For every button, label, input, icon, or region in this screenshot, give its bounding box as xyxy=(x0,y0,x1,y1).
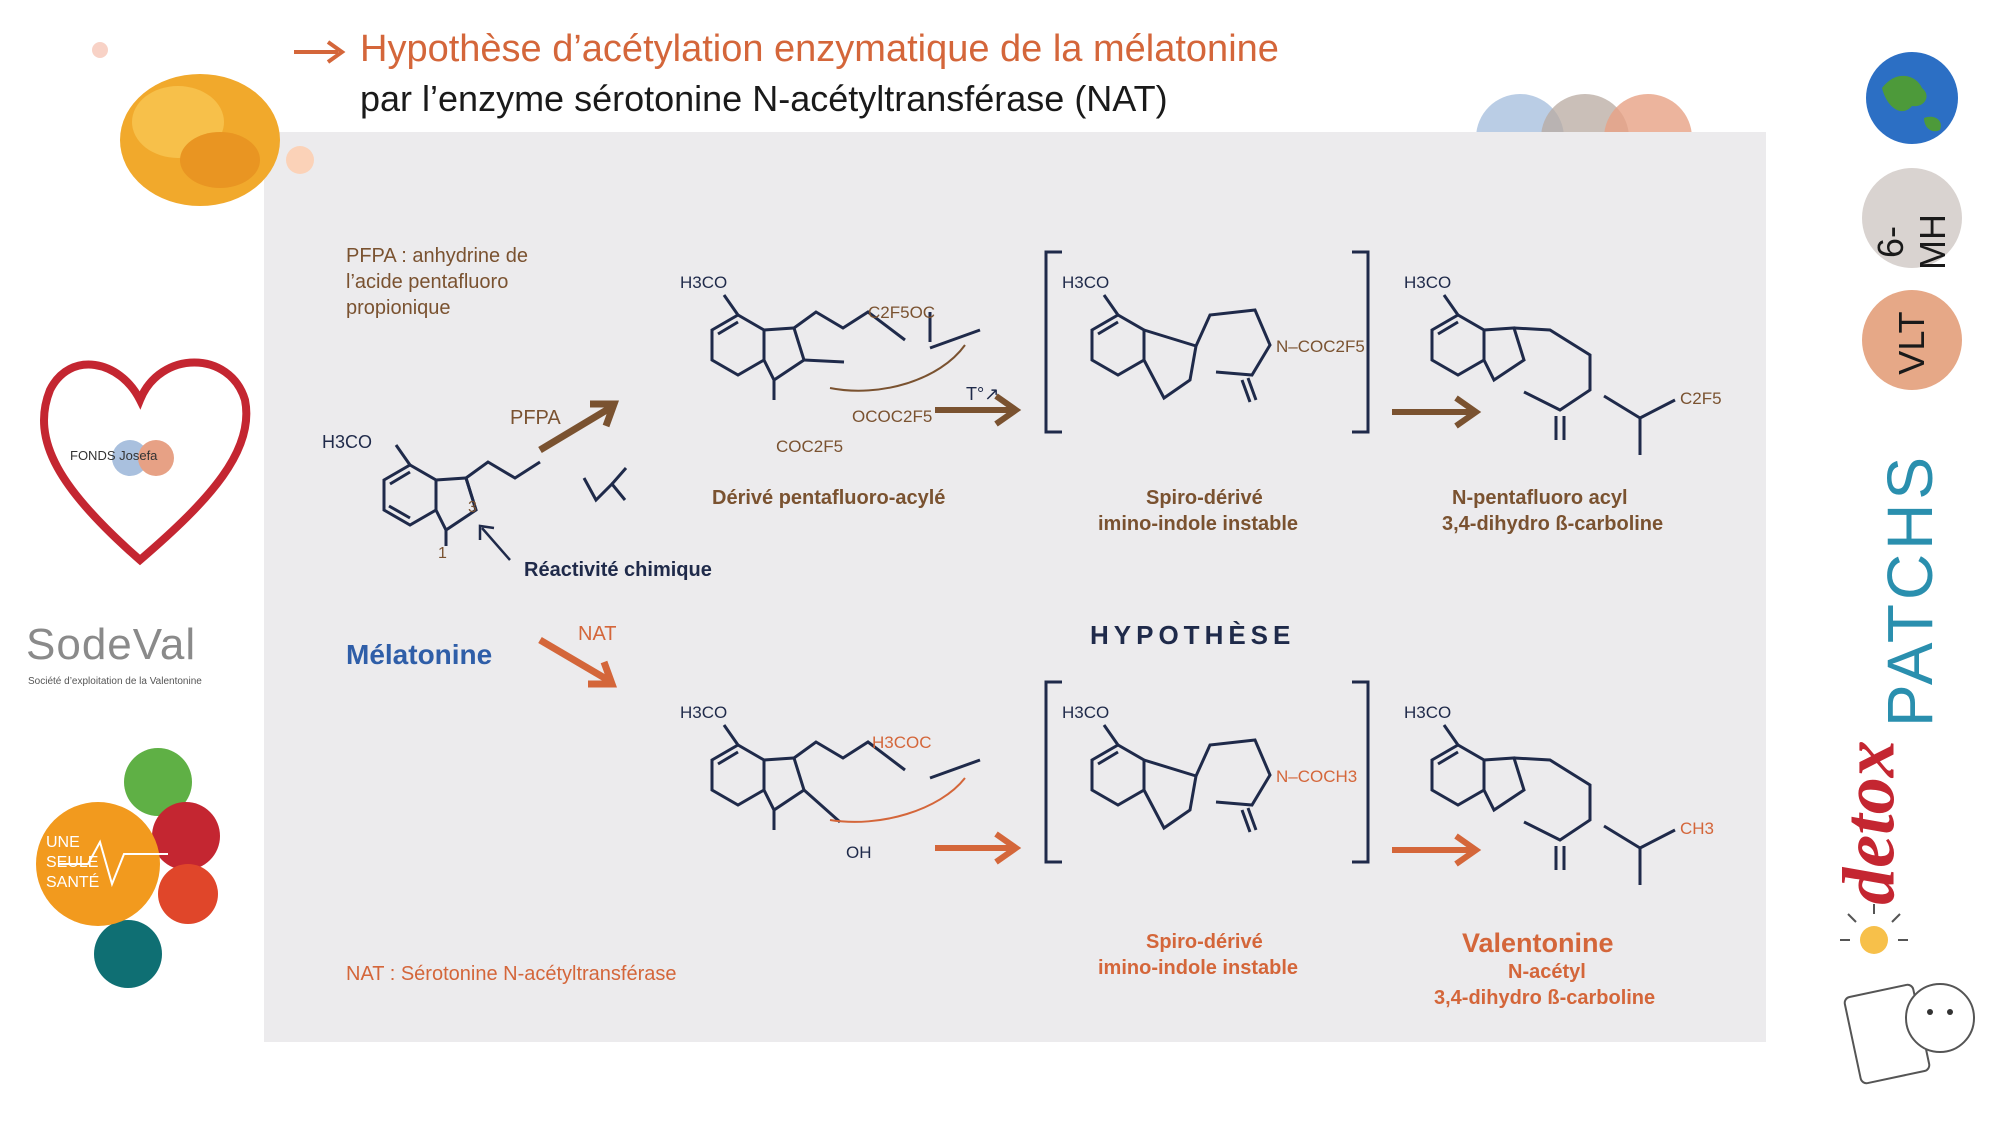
spiro-bottom-label-2: imino-indole instable xyxy=(1098,957,1298,979)
reactivity-label: Réactivité chimique xyxy=(524,559,712,581)
spiro-bottom-structure xyxy=(1090,724,1272,833)
temperature-label: T°↗ xyxy=(966,384,999,404)
melatonin-pos1: 1 xyxy=(438,545,447,562)
sodeval-subtitle: Société d’exploitation de la Valentonine xyxy=(28,676,202,687)
pfpa-note-line3: propionique xyxy=(346,297,451,319)
int1-ester-group: OCOC2F5 xyxy=(852,407,932,426)
badge-vlt-label: VLT xyxy=(1891,311,1932,375)
patch-mascot-illustration xyxy=(1840,904,1975,1085)
melatonin-name: Mélatonine xyxy=(346,639,492,670)
int2-hydroxyl: OH xyxy=(846,843,872,862)
scheme-panel xyxy=(264,132,1766,1042)
spiro-top-h3co: H3CO xyxy=(1062,273,1109,292)
spiro-top-label-2: imino-indole instable xyxy=(1098,513,1298,535)
une-seule-sante-text-2: SEULE xyxy=(46,854,99,871)
arrow-to-spiro-bottom xyxy=(935,831,1022,865)
badge-6mh xyxy=(1862,168,1962,268)
patchs-text: PATCHS xyxy=(1874,452,1946,727)
bracket-bottom-left xyxy=(1044,680,1062,864)
product-top-acyl: C2F5 xyxy=(1680,389,1722,408)
page-title: Hypothèse d’acétylation enzymatique de l… xyxy=(360,28,1279,70)
reactivity-arrow-icon xyxy=(478,524,511,561)
melatonin-pos3: 3 xyxy=(468,499,477,516)
valentonine-name: Valentonine xyxy=(1462,928,1614,958)
pfpa-arrow-icon xyxy=(538,400,619,454)
int1-acyl-group: C2F5OC xyxy=(868,303,935,322)
spiro-top-label-1: Spiro-dérivé xyxy=(1146,487,1263,509)
hypothesis-label: HYPOTHÈSE xyxy=(1090,620,1295,650)
spiro-bottom-h3co: H3CO xyxy=(1062,703,1109,722)
fonds-label: FONDS Josefa xyxy=(70,448,158,463)
product-top-structure xyxy=(1430,294,1676,455)
detox-text: detox xyxy=(1828,740,1911,905)
une-seule-sante-text-3: SANTÉ xyxy=(46,874,100,891)
pfpa-arrow-label: PFPA xyxy=(510,407,561,429)
spiro-bottom-n-group: N–COCH3 xyxy=(1276,767,1357,786)
arrow-to-spiro-top xyxy=(935,393,1022,427)
melatonin-structure xyxy=(382,444,628,546)
product-top-line1: N-pentafluoro acyl xyxy=(1452,487,1628,509)
curved-arrow-top xyxy=(829,344,966,392)
product-bottom-structure xyxy=(1430,724,1676,885)
brain-logo xyxy=(92,42,314,206)
pfpa-note-line2: l’acide pentafluoro xyxy=(346,271,508,293)
sodeval-logo: SodeVal xyxy=(26,620,197,669)
bracket-top-left xyxy=(1044,250,1062,434)
product-bottom-line2: 3,4-dihydro ß-carboline xyxy=(1434,987,1655,1009)
bracket-top-right xyxy=(1352,250,1370,434)
product-bottom-acyl: CH3 xyxy=(1680,819,1714,838)
curved-arrow-bottom xyxy=(829,777,966,823)
heart-logo xyxy=(40,358,251,566)
int1-n-group: COC2F5 xyxy=(776,437,843,456)
une-seule-sante-text-1: UNE xyxy=(46,834,80,851)
spiro-top-structure xyxy=(1090,294,1272,403)
nat-arrow-icon xyxy=(538,636,617,688)
product-top-line2: 3,4-dihydro ß-carboline xyxy=(1442,513,1663,535)
detox-patchs-logo: PATCHS detox xyxy=(1800,410,2001,905)
title-arrow-icon xyxy=(294,40,346,64)
intermediate-2-structure xyxy=(710,724,981,830)
spiro-top-n-group: N–COC2F5 xyxy=(1276,337,1365,356)
nat-arrow-label: NAT xyxy=(578,623,617,645)
int2-acyl-group: H3COC xyxy=(872,733,932,752)
page-subtitle: par l’enzyme sérotonine N-acétyltransfér… xyxy=(360,78,1168,119)
int1-h3co: H3CO xyxy=(680,273,727,292)
nat-note: NAT : Sérotonine N-acétyltransférase xyxy=(346,963,677,985)
arrow-to-product-top xyxy=(1392,395,1482,429)
spiro-bottom-label-1: Spiro-dérivé xyxy=(1146,931,1263,953)
arrow-to-product-bottom xyxy=(1392,833,1482,867)
melatonin-h3co: H3CO xyxy=(322,432,372,452)
pfpa-note-line1: PFPA : anhydrine de xyxy=(346,245,528,267)
badge-6mh-label: 6-MH xyxy=(1870,214,1953,270)
une-seule-sante-logo xyxy=(36,748,220,988)
product-bottom-h3co: H3CO xyxy=(1404,703,1451,722)
product-bottom-line1: N-acétyl xyxy=(1508,961,1586,983)
product-top-h3co: H3CO xyxy=(1404,273,1451,292)
globe-icon xyxy=(1866,52,1958,144)
int1-label: Dérivé pentafluoro-acylé xyxy=(712,487,945,509)
badge-vlt xyxy=(1862,290,1962,390)
intermediate-1-structure xyxy=(710,294,981,400)
bracket-bottom-right xyxy=(1352,680,1370,864)
int2-h3co: H3CO xyxy=(680,703,727,722)
